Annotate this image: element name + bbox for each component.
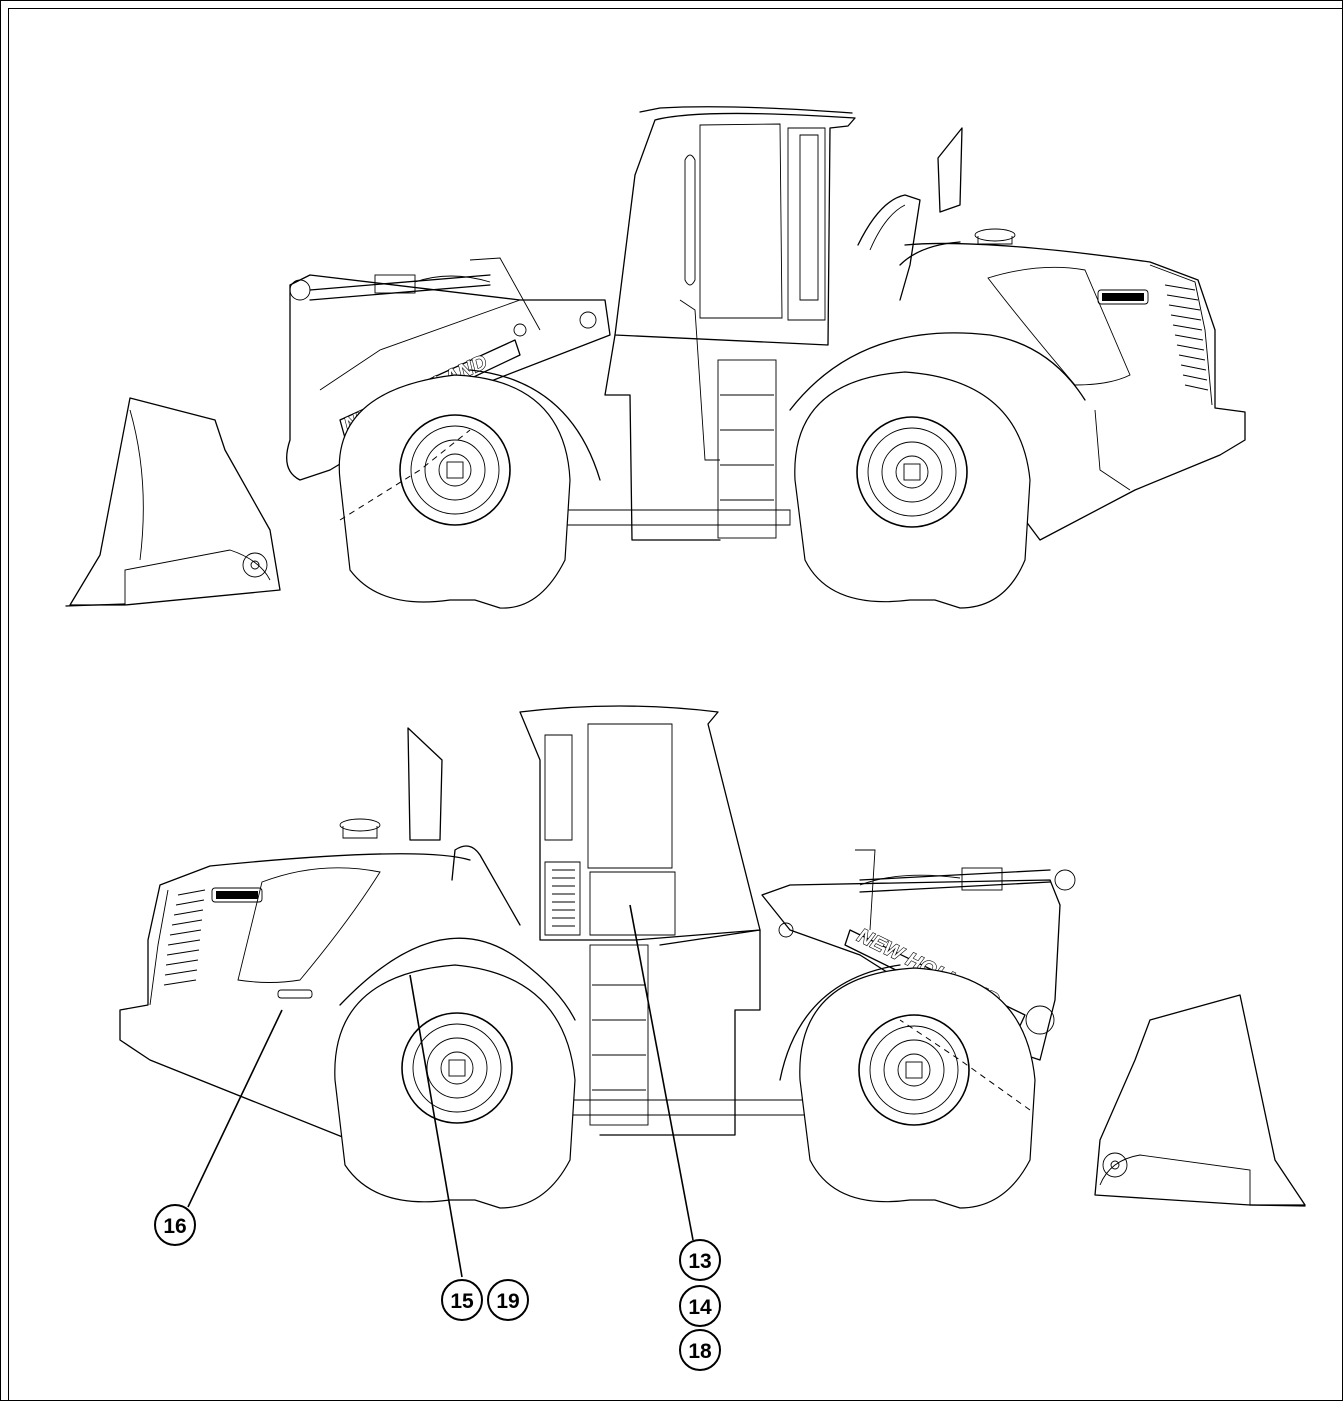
wheel-loader-bottom-view: NEW HOLLAND	[119, 705, 1306, 1209]
callout-18: 18	[679, 1329, 721, 1371]
callout-15: 15	[441, 1279, 483, 1321]
svg-text:18: 18	[688, 1340, 712, 1363]
callout-14: 14	[679, 1285, 721, 1327]
rear-grille-bottom	[163, 889, 206, 986]
svg-text:16: 16	[163, 1215, 186, 1238]
rear-wheel-top	[794, 371, 1031, 609]
wheel-loader-top-view: NEW HOLLAND	[65, 106, 1246, 609]
cab-vent-bottom	[552, 869, 575, 927]
svg-text:14: 14	[688, 1296, 712, 1319]
callout-16: 16	[154, 1204, 196, 1246]
rear-grille-top	[1164, 284, 1209, 391]
access-ladder-top	[679, 299, 777, 539]
callout-leaders	[187, 904, 694, 1278]
svg-text:15: 15	[450, 1290, 474, 1313]
svg-text:19: 19	[496, 1290, 519, 1313]
front-wheel-bottom	[799, 967, 1036, 1209]
bucket-top	[65, 397, 281, 607]
access-ladder-bottom	[589, 944, 649, 1126]
svg-text:13: 13	[688, 1250, 711, 1273]
rear-wheel-bottom	[334, 964, 576, 1209]
callout-13: 13	[679, 1239, 721, 1281]
front-wheel-top	[338, 374, 571, 609]
callout-19: 19	[487, 1279, 529, 1321]
bucket-bottom	[1094, 994, 1306, 1207]
drawing-frame-inner	[8, 8, 1343, 1401]
